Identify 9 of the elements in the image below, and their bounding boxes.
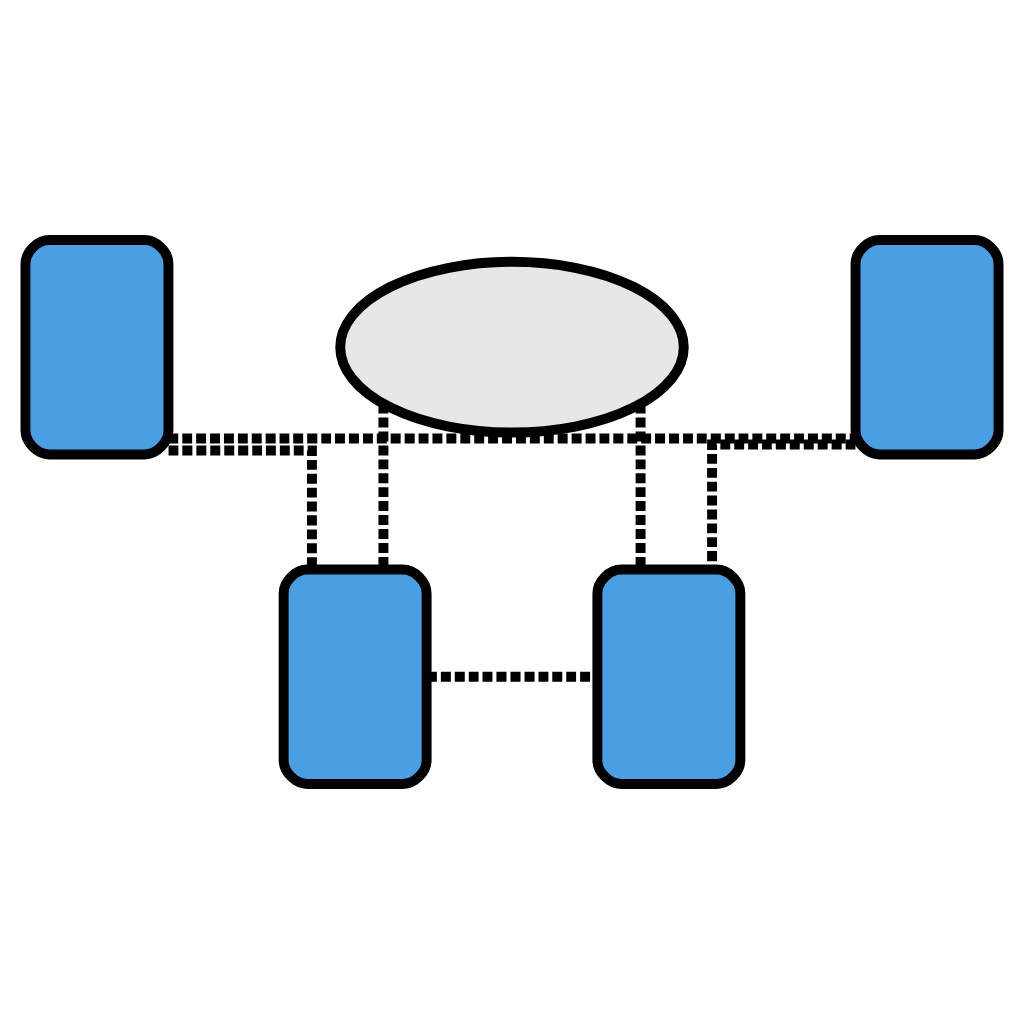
node-box (20, 234, 174, 460)
connector (168, 433, 856, 444)
connector (635, 403, 646, 569)
node-box (278, 564, 432, 790)
node-box (850, 234, 1004, 460)
connector (168, 445, 317, 569)
node-cloud (335, 256, 689, 438)
node-box (592, 564, 746, 790)
connector (378, 403, 389, 569)
